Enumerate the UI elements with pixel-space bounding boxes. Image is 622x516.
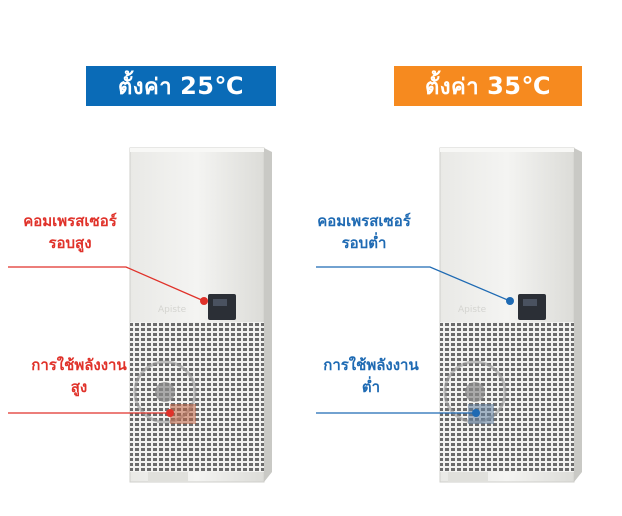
setpoint-label: ตั้งค่า <box>424 74 480 100</box>
compressor-line-left <box>8 266 205 302</box>
svg-text:Apiste: Apiste <box>158 305 187 315</box>
setpoint-value: 35℃ <box>487 72 552 100</box>
compressor-label-right: คอมเพรสเซอร์ รอบต่ำ <box>317 212 411 252</box>
setpoint-value: 25℃ <box>180 72 245 100</box>
setpoint-badge-35: ตั้งค่า 35℃ <box>394 66 582 106</box>
power-dot-right <box>472 409 480 417</box>
setpoint-label: ตั้งค่า <box>117 74 173 100</box>
power-dot-left <box>166 409 174 417</box>
compressor-dot-left <box>200 297 208 305</box>
compressor-line-right <box>316 266 511 302</box>
svg-text:Apiste: Apiste <box>458 305 487 315</box>
setpoint-badge-25: ตั้งค่า 25℃ <box>86 66 276 106</box>
compressor-dot-right <box>506 297 514 305</box>
cabinet-cooler-left: Apiste <box>129 147 272 483</box>
compressor-label-left: คอมเพรสเซอร์ รอบสูง <box>23 212 117 252</box>
power-label-right: การใช้พลังงาน ต่ำ <box>323 356 419 396</box>
cabinet-cooler-right: Apiste <box>439 147 582 483</box>
power-label-left: การใช้พลังงาน สูง <box>31 356 127 396</box>
